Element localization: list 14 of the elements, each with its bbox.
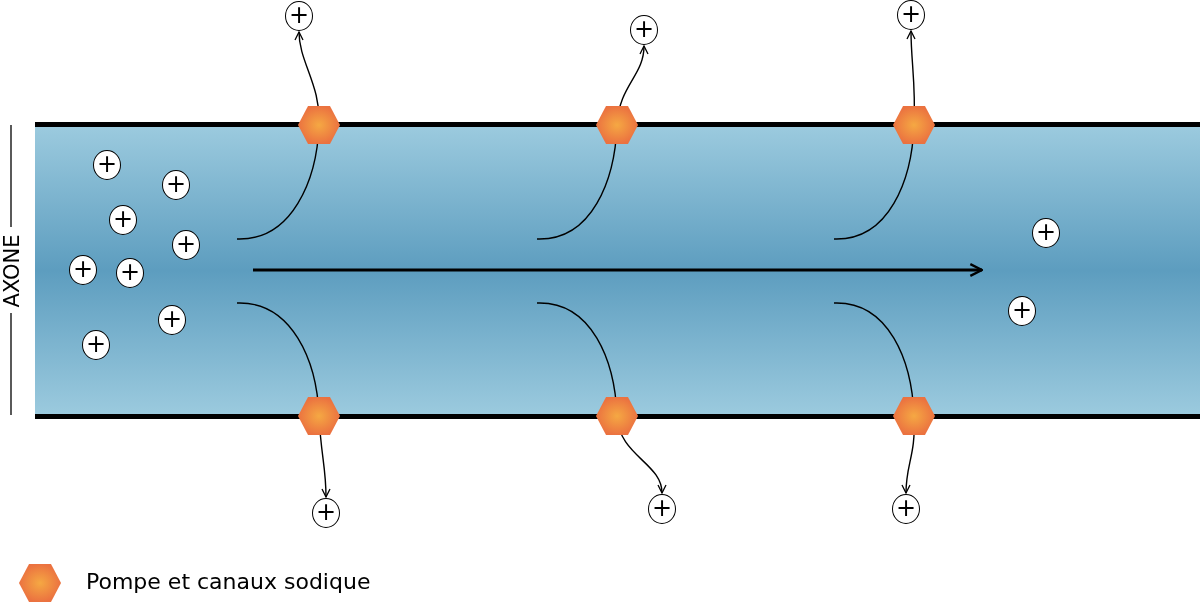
legend-text: Pompe et canaux sodique [86,569,371,594]
positive-ion: + [312,498,340,528]
channel-hexagon [893,397,935,435]
positive-ion: + [285,1,313,31]
channel-hexagon [596,106,638,144]
channel-hexagon [893,106,935,144]
channel-hexagon [298,106,340,144]
positive-ion: + [897,0,925,30]
channel-hexagon [596,397,638,435]
channel-hexagon [298,397,340,435]
positive-ion: + [648,494,676,524]
positive-ion: + [892,494,920,524]
positive-ion: + [630,15,658,45]
axon-label: AXONE [0,234,24,308]
